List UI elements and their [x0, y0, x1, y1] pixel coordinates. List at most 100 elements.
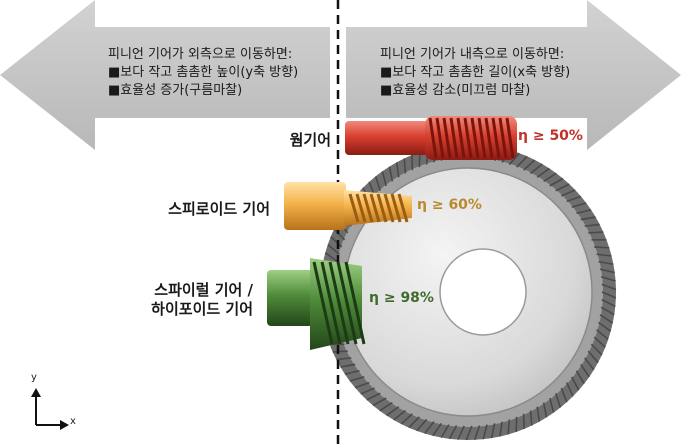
gear-tooth — [580, 216, 596, 221]
gear-tooth — [508, 152, 520, 166]
gear-tooth — [344, 369, 360, 375]
gear-tooth — [432, 422, 443, 437]
left-panel-bullet: ■보다 작고 촘촘한 높이(y축 방향) — [108, 65, 299, 80]
gear-tooth — [571, 202, 587, 208]
right-panel-heading: 피니언 기어가 내측으로 이동하면: — [380, 47, 565, 62]
gear-tooth — [561, 189, 576, 197]
thread-line — [348, 193, 360, 223]
axis-indicator — [31, 388, 69, 430]
thread-line — [369, 193, 381, 223]
center-bore — [439, 248, 527, 336]
y-axis-label: y — [31, 372, 37, 383]
gear-tooth — [330, 236, 343, 248]
left-panel-text: 피니언 기어가 외측으로 이동하면: ■보다 작고 촘촘한 높이(y축 방향) … — [108, 46, 298, 100]
gear-tooth — [565, 382, 574, 397]
gear-tooth — [327, 244, 340, 255]
gear-tooth — [516, 155, 528, 168]
hypoid-gear-shaft — [267, 258, 366, 350]
thread-line — [344, 261, 366, 345]
hypoid-efficiency: η ≥ 98% — [369, 290, 434, 306]
gear-tooth — [576, 209, 592, 215]
worm-efficiency: η ≥ 50% — [518, 128, 583, 144]
gear-tooth — [354, 381, 370, 389]
gear-tooth — [523, 159, 536, 171]
thread-line — [397, 193, 409, 223]
gear-tooth — [566, 195, 582, 203]
gear-tooth — [379, 401, 393, 412]
gear-tooth — [587, 350, 599, 364]
gear-tooth — [599, 268, 615, 274]
gear-tooth — [388, 166, 394, 182]
gear-tooth — [543, 172, 557, 183]
gear-tooth — [600, 275, 616, 282]
gear-tooth — [381, 171, 387, 187]
gear-tooth — [593, 336, 606, 348]
thread-line — [435, 117, 445, 159]
thread-line — [498, 117, 508, 159]
right-panel-bullet: ■효율성 감소(미끄럼 마찰) — [380, 83, 531, 98]
gear-tooth — [336, 357, 352, 361]
left-panel-bullet: ■효율성 증가(구름마찰) — [108, 83, 243, 98]
gear-tooth — [473, 425, 481, 441]
thread-line — [505, 117, 515, 159]
gear-tooth — [549, 177, 564, 187]
thread-line — [491, 117, 501, 159]
gear-tooth — [601, 283, 617, 291]
gear-tooth — [536, 406, 541, 422]
thread-line — [442, 117, 452, 159]
gear-tooth — [571, 376, 580, 391]
thread-line — [484, 117, 494, 159]
gear-tooth — [340, 363, 356, 368]
gear-tooth — [408, 416, 420, 429]
gear-tooth — [584, 357, 595, 371]
thread-line — [463, 117, 473, 159]
spiroid-gear-shaft — [284, 182, 412, 230]
gear-tooth — [440, 424, 450, 438]
thread-line — [477, 117, 487, 159]
spiroid-efficiency: η ≥ 60% — [417, 197, 482, 213]
gear-tooth — [596, 253, 612, 257]
gear-tooth — [584, 223, 600, 227]
gear-tooth — [366, 392, 381, 401]
gear-tooth — [596, 329, 609, 340]
thread-line — [362, 193, 374, 223]
gear-tooth — [448, 425, 458, 440]
gear-tooth — [333, 228, 346, 241]
gear-tooth — [332, 350, 348, 353]
thread-line — [470, 117, 480, 159]
hypoid-gear-label: 스파이럴 기어 / 하이포이드 기어 — [151, 281, 253, 319]
gear-tooth — [372, 397, 387, 407]
gear-tooth — [599, 314, 614, 324]
hypoid-gear-label-line1: 스파이럴 기어 / — [154, 281, 253, 299]
gear-tooth — [560, 387, 568, 403]
thread-line — [428, 117, 438, 159]
gear-tooth — [465, 425, 473, 441]
gear-tooth — [542, 402, 548, 418]
thread-line — [383, 193, 395, 223]
gear-tooth — [424, 421, 435, 435]
gear-tooth — [601, 291, 617, 299]
gear-tooth — [536, 167, 550, 178]
gear-tooth — [324, 252, 338, 263]
x-axis-label: x — [70, 416, 76, 427]
gear-tooth — [403, 158, 407, 174]
right-panel-bullet: ■보다 작고 촘촘한 길이(x축 방향) — [380, 65, 571, 80]
thread-line — [390, 193, 402, 223]
gear-tooth — [555, 183, 570, 192]
gear-tooth — [575, 370, 585, 385]
thread-line — [312, 261, 334, 345]
gear-tooth — [457, 425, 465, 440]
gear-tooth — [360, 387, 375, 395]
thread-line — [456, 117, 466, 159]
thread-line — [320, 261, 342, 345]
gear-tooth — [594, 246, 610, 249]
thread-line — [328, 261, 350, 345]
gear-tooth — [490, 423, 496, 439]
gear-tooth — [601, 298, 616, 308]
gear-tooth — [507, 419, 511, 435]
gear-tooth — [590, 343, 603, 356]
gear-tooth — [349, 376, 365, 382]
gear-tooth — [554, 393, 562, 408]
gear-tooth — [588, 231, 604, 234]
